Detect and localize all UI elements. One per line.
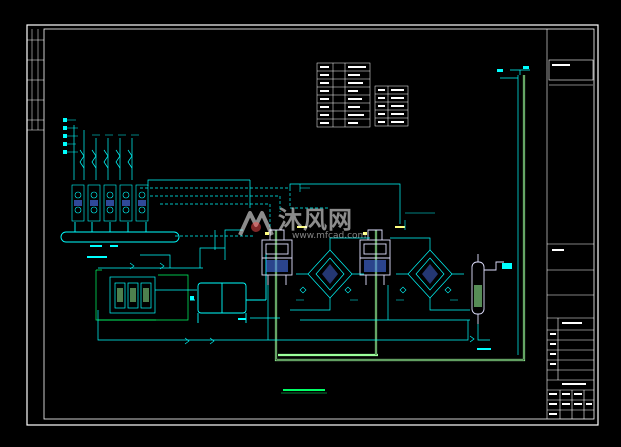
evaporator-2-tags [363,226,405,235]
pump-skid-loop [95,269,189,321]
evaporator-2 [359,229,391,285]
drawing-caption [281,389,327,394]
feed-valves [129,262,215,345]
heat-exchanger-2-fill [422,264,438,284]
legend-table-main [316,62,371,128]
filter-unit [109,276,156,314]
evaporator-1-tags [265,226,307,235]
green-main-pipes-inner [275,75,525,361]
watermark-brand: 沐风网 [278,206,353,234]
filter-unit-fill [117,288,149,302]
header-tank-labels [87,245,118,258]
inlet-tags [66,119,139,153]
outer-frame [26,24,599,426]
left-binding-strip [27,29,44,131]
inlet-risers [73,125,133,180]
evaporator-2-fill [364,260,386,272]
inner-frame [43,28,595,420]
legend-table-main-marks [320,66,366,124]
return-lines [228,285,470,341]
legend-table-secondary [374,85,409,127]
upper-right-tags [299,184,435,230]
vent-stack [500,69,530,355]
watermark-url: www.mfcad.com [292,231,367,241]
buffer-tank [190,250,267,323]
heat-exchanger-1-fill [322,264,338,284]
separator-tags [477,263,512,350]
heat-exchanger-1 [290,237,370,311]
heat-exchanger-2 [390,237,470,311]
pump-array-fill [74,200,146,206]
distribution-solid [147,179,401,224]
legend-table-secondary-marks [378,89,404,123]
feed-pipes [97,229,243,341]
vent-stack-tags [497,66,529,72]
mf-logo-icon [238,211,274,236]
separator-column-fill [474,285,482,307]
evaporator-1-fill [266,260,288,272]
pump-array [71,184,149,222]
separator-outlet [469,324,490,343]
title-block [546,29,594,419]
header-tank [60,222,180,243]
inlet-tag-marks [63,118,67,154]
buffer-tank-tags [190,296,246,320]
separator-column [471,254,504,324]
title-block-text-marks [549,64,592,415]
exchanger-valves [296,286,458,301]
